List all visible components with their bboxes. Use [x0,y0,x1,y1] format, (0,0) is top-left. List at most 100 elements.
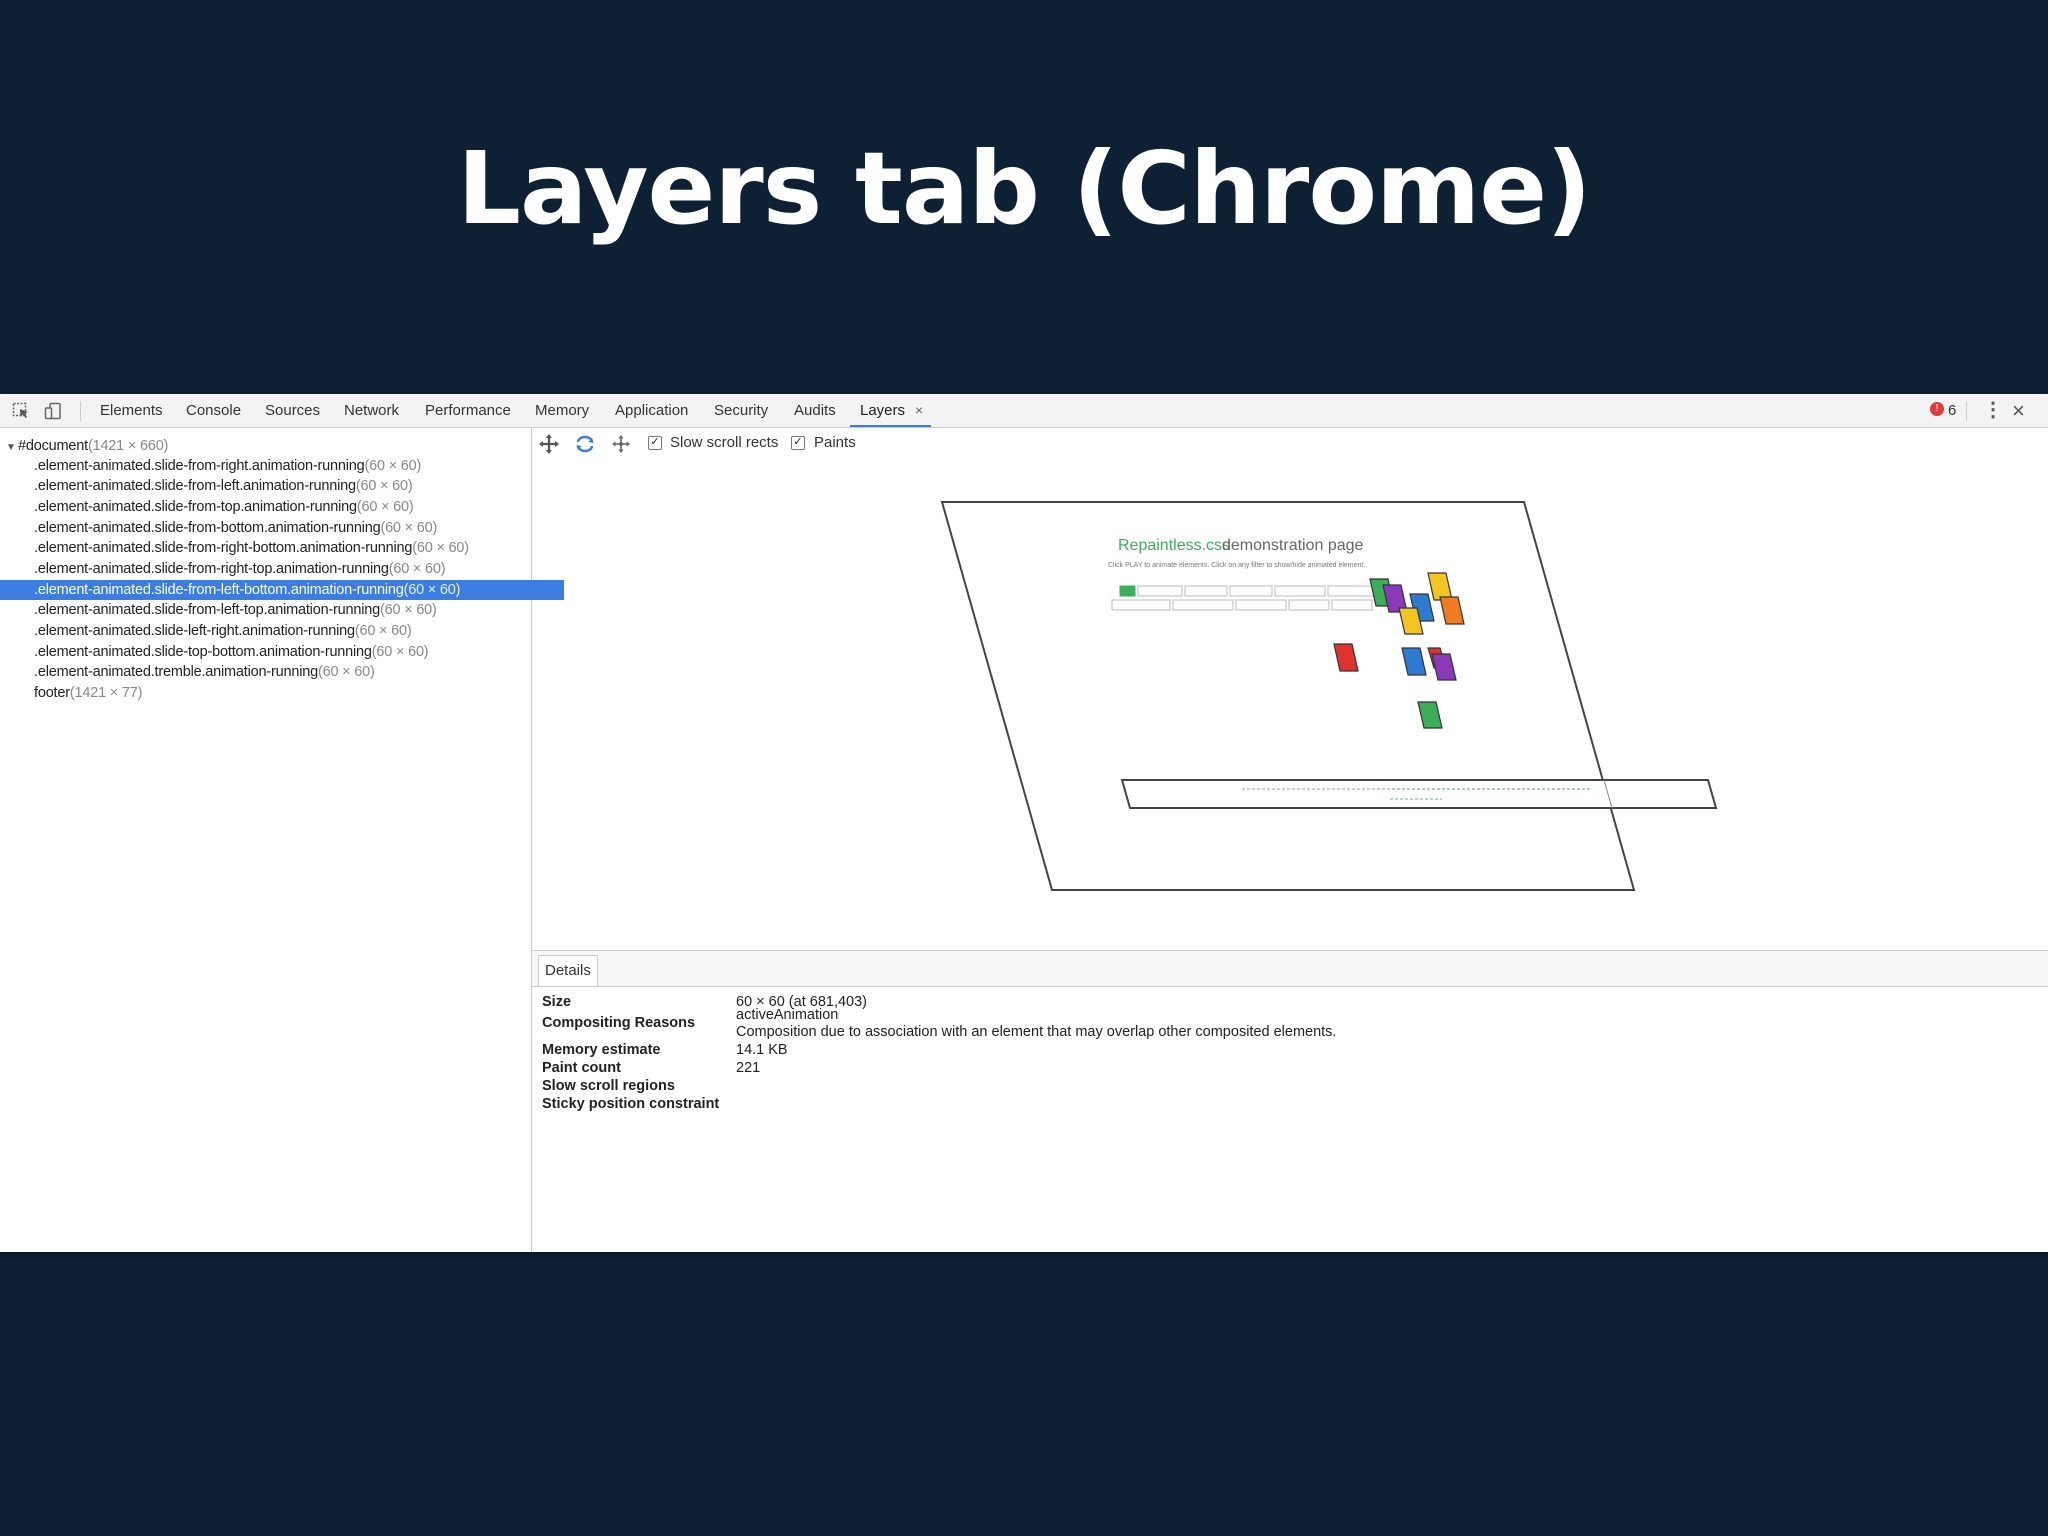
detail-label-sticky: Sticky position constraint [542,1096,720,1112]
detail-label-slow-scroll: Slow scroll regions [542,1078,675,1094]
tree-row[interactable]: .element-animated.tremble.animation-runn… [0,662,564,682]
document-layer [940,501,1636,891]
tree-node-name: .element-animated.slide-from-right-botto… [34,540,413,556]
rotate-mode-icon[interactable] [574,433,596,455]
more-options-icon[interactable]: ⋮ [1983,399,2003,421]
layers-3d-viewport[interactable]: Repaintless.css demonstration page Click… [532,458,2048,950]
tree-node-size: (60 × 60) [412,540,469,556]
pan-mode-icon[interactable] [538,433,560,455]
slow-scroll-checkbox[interactable]: ✓ [648,436,662,450]
expand-triangle-icon[interactable]: ▼ [6,442,16,453]
tree-node-size: (60 × 60) [355,478,413,494]
error-icon[interactable]: ! [1930,402,1944,416]
detail-value-memory: 14.1 KB [736,1042,788,1058]
tree-row[interactable]: .element-animated.slide-top-bottom.anima… [0,642,564,662]
device-toolbar-icon[interactable] [44,402,62,420]
detail-value-compositing: activeAnimation [736,1007,839,1023]
tree-node-size: (60 × 60) [356,499,414,515]
tab-console[interactable]: Console [186,402,242,419]
layer-page-heading-rest: demonstration page [1222,537,1364,554]
tab-security[interactable]: Security [714,402,769,419]
tree-node-name: .element-animated.slide-from-right-top.a… [34,561,389,577]
inspect-element-icon[interactable] [12,402,30,420]
animated-layer-green-2 [1417,701,1443,729]
tree-row[interactable]: footer(1421 × 77) [0,683,564,703]
tree-node-size: (1421 × 77) [69,685,143,701]
tab-layers[interactable]: Layers [849,394,932,427]
tab-sources[interactable]: Sources [265,402,321,419]
animated-layer-red [1333,643,1359,672]
tree-node-name: .element-animated.slide-from-bottom.anim… [34,520,381,536]
layers-toolbar: ✓ Slow scroll rects ✓ Paints [532,428,2048,458]
tree-row[interactable]: .element-animated.slide-from-bottom.anim… [0,518,564,538]
tree-node-size: (60 × 60) [354,623,412,639]
paints-checkbox[interactable]: ✓ [791,436,805,450]
animated-layer-orange [1439,596,1465,625]
tab-elements[interactable]: Elements [100,402,163,419]
details-panel: Details Size 60 × 60 (at 681,403) Compos… [532,950,2048,1252]
tab-network[interactable]: Network [344,402,400,419]
tree-node-size: (60 × 60) [380,520,438,536]
toolbar-separator [1966,401,1967,421]
detail-label-paint-count: Paint count [542,1060,621,1076]
tree-node-size: (60 × 60) [380,602,437,618]
detail-label-memory: Memory estimate [542,1042,661,1058]
layers-panel: ✓ Slow scroll rects ✓ Paints Repaintless… [532,428,2048,1252]
detail-value-size: 60 × 60 (at 681,403) [736,994,868,1010]
tab-memory[interactable]: Memory [535,402,590,419]
tree-node-size: (1421 × 660) [87,438,169,454]
toolbar-separator [80,401,81,421]
tree-node-size: (60 × 60) [364,458,422,474]
document-layer-edge [1603,779,1613,809]
layer-tree: ▼#document(1421 × 660) .element-animated… [0,428,564,1252]
animated-layer-purple-2 [1431,653,1457,681]
layers-3d-canvas[interactable]: Repaintless.css demonstration page Click… [532,458,2048,950]
tree-node-size: (60 × 60) [317,664,375,680]
tree-node-name: .element-animated.slide-from-left-bottom… [34,582,404,598]
devtools-window: Elements Console Sources Network Perform… [0,394,2048,1252]
slow-scroll-label: Slow scroll rects [670,434,779,451]
tab-audits[interactable]: Audits [794,402,836,419]
tree-row-document[interactable]: ▼#document(1421 × 660) [0,436,536,456]
tree-node-name: .element-animated.slide-from-top.animati… [34,499,357,515]
error-count[interactable]: 6 [1948,402,1957,419]
tree-row[interactable]: .element-animated.slide-from-right-top.a… [0,559,564,579]
detail-label-size: Size [542,994,572,1010]
tree-node-name: .element-animated.tremble.animation-runn… [34,664,318,680]
animated-layer-blue-2 [1401,647,1427,676]
tab-application[interactable]: Application [615,402,689,419]
animated-layer-yellow-2 [1398,607,1424,635]
tree-row[interactable]: .element-animated.slide-from-left-top.an… [0,600,564,620]
devtools-toolbar: Elements Console Sources Network Perform… [0,394,2048,428]
tree-row[interactable]: .element-animated.slide-from-right-botto… [0,538,564,558]
tree-node-name: footer [34,685,70,701]
slide-title: Layers tab (Chrome) [457,130,1592,247]
reset-transform-icon[interactable] [610,433,632,455]
layer-page-subheading: Click PLAY to animate elements. Click on… [1108,562,1365,569]
layer-filter-buttons [1111,585,1375,611]
tree-row[interactable]: .element-animated.slide-left-right.anima… [0,621,564,641]
detail-label-compositing: Compositing Reasons [542,1015,696,1031]
tree-node-size: (60 × 60) [388,561,446,577]
tree-node-name: .element-animated.slide-top-bottom.anima… [34,644,372,660]
tree-node-name: .element-animated.slide-left-right.anima… [34,623,355,639]
paints-label: Paints [814,434,856,451]
tree-row[interactable]: .element-animated.slide-from-right.anima… [0,456,564,476]
footer-layer [1120,779,1718,809]
layer-page-heading: Repaintless.css [1118,537,1230,554]
tree-node-size: (60 × 60) [403,582,461,598]
detail-value-compositing-2: Composition due to association with an e… [736,1024,1337,1040]
tab-performance[interactable]: Performance [425,402,511,419]
detail-value-paint-count: 221 [736,1060,761,1076]
close-devtools-icon[interactable]: × [2012,398,2025,423]
tree-node-size: (60 × 60) [371,644,429,660]
tab-layers-close-icon[interactable]: × [915,402,924,418]
tree-row-selected[interactable]: .element-animated.slide-from-left-bottom… [0,580,564,600]
details-tabbar: Details [532,951,2048,987]
tree-node-name: .element-animated.slide-from-left-top.an… [34,602,381,618]
tree-node-name: .element-animated.slide-from-left.animat… [34,478,356,494]
tree-row[interactable]: .element-animated.slide-from-left.animat… [0,476,564,496]
tree-node-name: .element-animated.slide-from-right.anima… [34,458,365,474]
tab-details[interactable]: Details [538,955,598,986]
tree-row[interactable]: .element-animated.slide-from-top.animati… [0,497,564,517]
